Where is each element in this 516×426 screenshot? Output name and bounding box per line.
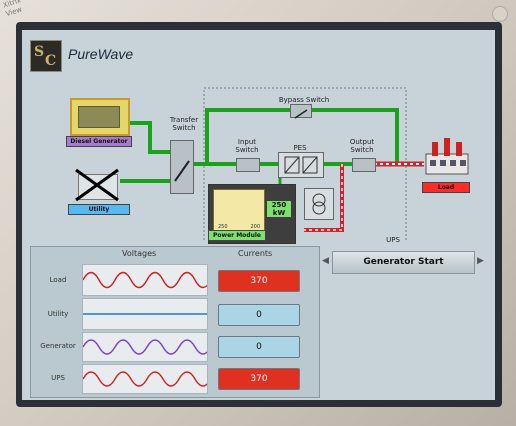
generator-current-value: 0 xyxy=(218,336,300,358)
hmi-screen: S C PureWave Diesel Generator Utility Tr… xyxy=(22,30,495,400)
ups-boundary xyxy=(203,87,407,240)
transfer-switch-icon[interactable] xyxy=(170,140,194,194)
pes-label: PES xyxy=(293,144,307,152)
logo-letter-s: S xyxy=(34,44,45,60)
row-label-ups: UPS xyxy=(51,374,65,382)
output-switch-icon[interactable] xyxy=(352,158,376,172)
diesel-generator-label: Diesel Generator xyxy=(66,136,132,147)
power-module-label: Power Module xyxy=(208,230,266,241)
row-label-generator: Generator xyxy=(40,342,76,350)
brand-title: PureWave xyxy=(68,46,134,62)
company-logo: S C xyxy=(30,40,62,72)
ups-voltage-waveform xyxy=(82,364,212,394)
factory-icon xyxy=(425,138,469,175)
logo-letter-c: C xyxy=(45,53,57,69)
voltages-header: Voltages xyxy=(122,249,157,258)
module-display: 250 200 xyxy=(213,189,265,233)
transfer-switch-label: Transfer Switch xyxy=(169,116,199,132)
power-readout: 250 kW xyxy=(267,201,291,217)
module-scale-left: 250 xyxy=(218,224,228,230)
diesel-generator-icon[interactable] xyxy=(70,98,130,136)
load-voltage-waveform xyxy=(82,264,212,296)
utility-current-value: 0 xyxy=(218,304,300,326)
bypass-switch-icon[interactable] xyxy=(290,104,312,119)
output-switch-label: Output Switch xyxy=(349,138,375,154)
input-switch-label: Input Switch xyxy=(235,138,259,154)
utility-voltage-waveform xyxy=(82,298,208,330)
generator-voltage-waveform xyxy=(82,332,212,362)
pes-symbol-icon xyxy=(284,156,318,174)
transformer-icon xyxy=(304,188,334,220)
currents-header: Currents xyxy=(238,249,273,258)
utility-outage-x-icon xyxy=(75,168,119,202)
prev-arrow-button[interactable]: ◀ xyxy=(322,256,329,266)
transfer-switch-blade-icon xyxy=(174,160,190,182)
ups-output-dash xyxy=(304,164,343,231)
generator-start-button[interactable]: Generator Start xyxy=(332,251,475,274)
module-scale-right: 200 xyxy=(250,224,260,230)
row-label-load: Load xyxy=(49,276,67,284)
load-current-value: 370 xyxy=(218,270,300,292)
transformer-coil-icon xyxy=(312,193,326,215)
bypass-switch-label: Bypass Switch xyxy=(278,96,330,104)
utility-label: Utility xyxy=(68,204,130,215)
generator-feed-line xyxy=(120,121,172,154)
pes-converter-icon[interactable] xyxy=(278,152,324,178)
row-label-utility: Utility xyxy=(47,310,69,318)
load-factory-icon[interactable] xyxy=(424,134,470,176)
utility-icon[interactable] xyxy=(72,168,122,202)
next-arrow-button[interactable]: ▶ xyxy=(477,256,484,266)
load-label: Load xyxy=(422,182,470,193)
ups-label: UPS xyxy=(386,236,400,244)
bypass-switch-blade-icon xyxy=(294,109,308,119)
bezel-button xyxy=(492,6,508,22)
bezel-label: Xitrix View xyxy=(2,0,24,19)
ups-current-value: 370 xyxy=(218,368,300,390)
generator-engine xyxy=(78,106,120,128)
input-switch-icon[interactable] xyxy=(236,158,260,172)
